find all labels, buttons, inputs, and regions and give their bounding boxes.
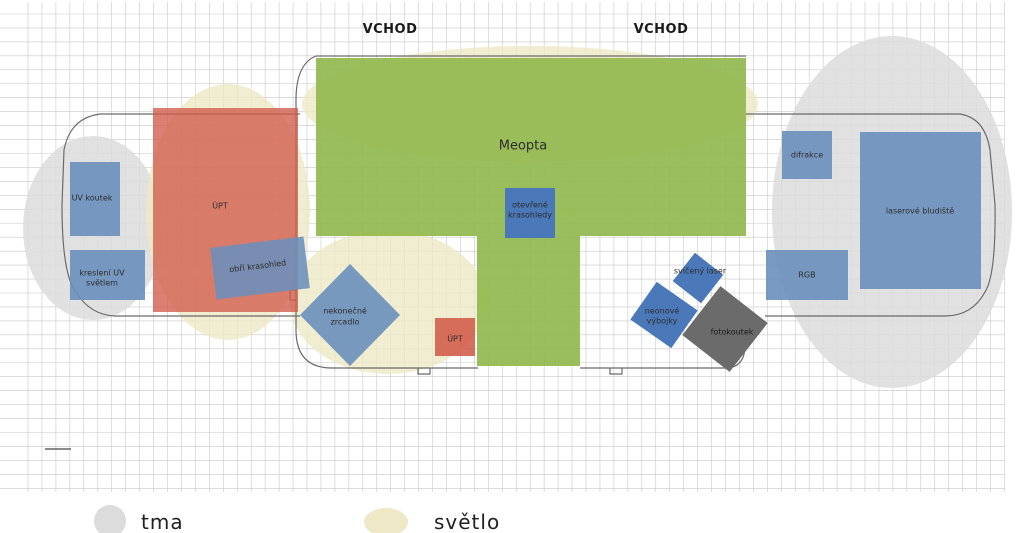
station-fotokoutek[interactable] (682, 286, 768, 372)
station-obri-krasohled[interactable]: obří krasohled (210, 236, 310, 300)
upt-small-label: ÚPT (447, 333, 463, 344)
kresleni-label-1: kreslení UV (79, 269, 125, 278)
neonove-label-2: výbojky (647, 317, 678, 326)
upt-big-label: ÚPT (212, 200, 228, 211)
station-nekonecne-zrcadlo[interactable]: nekonečné zrcadlo (300, 264, 400, 366)
uv-koutek-label: UV koutek (72, 194, 113, 203)
station-rgb[interactable]: RGB (766, 250, 848, 300)
legend: tma světlo (94, 505, 500, 533)
legend-dark-swatch (94, 505, 126, 533)
sviceny-label: svíčený laser (674, 266, 727, 276)
otevrene-label-2: krasohledy (508, 211, 552, 220)
entrance-label-1: VCHOD (363, 22, 418, 37)
station-upt-small[interactable]: ÚPT (435, 318, 475, 356)
fotokoutek-label: fotokoutek (711, 328, 754, 337)
nekonecne-label-2: zrcadlo (331, 318, 360, 327)
station-neonove-vybojky[interactable] (630, 281, 698, 349)
neonove-label-1: neonové (645, 306, 680, 316)
station-sviceny-laser[interactable] (672, 252, 724, 304)
station-difrakce[interactable]: difrakce (782, 131, 832, 179)
entrance-label-2: VCHOD (634, 22, 689, 37)
kresleni-label-2: světlem (86, 279, 118, 288)
station-laserove-bludiste[interactable]: laserové bludiště (860, 132, 981, 289)
difrakce-label: difrakce (791, 151, 823, 160)
station-uv-koutek[interactable]: UV koutek (70, 162, 120, 236)
rgb-label: RGB (798, 271, 815, 280)
legend-dark-label: tma (141, 510, 184, 533)
station-kresleni-uv[interactable]: kreslení UV světlem (70, 250, 145, 300)
otevrene-label-1: otevřené (512, 200, 548, 210)
meopta-label: Meopta (499, 139, 547, 154)
nekonecne-label-1: nekonečné (323, 306, 367, 316)
laserove-label: laserové bludiště (886, 206, 954, 216)
legend-light-swatch (364, 508, 408, 533)
legend-light-label: světlo (434, 510, 500, 533)
station-otevrene-krasohledy[interactable]: otevřené krasohledy (505, 188, 555, 238)
